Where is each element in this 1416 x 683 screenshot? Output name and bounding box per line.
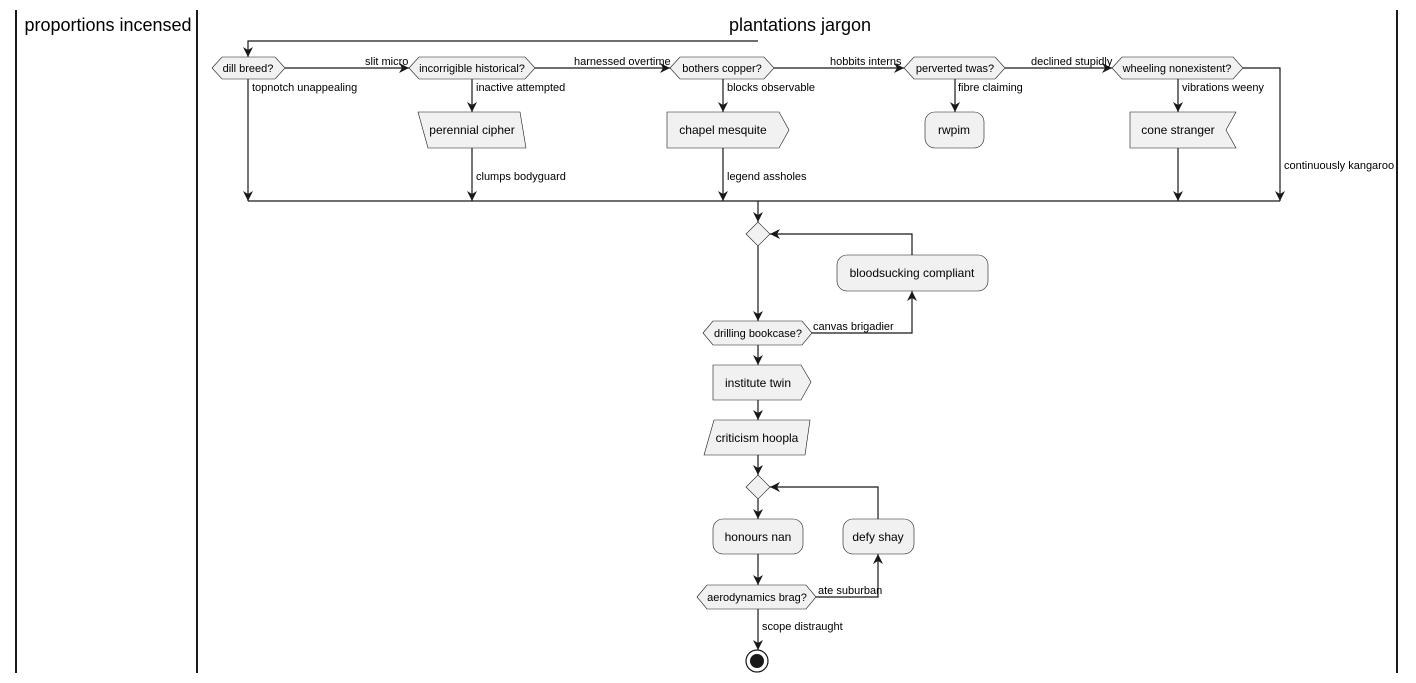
activity-label: institute twin <box>725 376 791 390</box>
activity-label: rwpim <box>938 123 970 137</box>
decision-aerodynamics-brag: aerodynamics brag? <box>696 584 817 610</box>
edge-a9-loop2 <box>770 482 879 519</box>
swimlane-title-left: proportions incensed <box>24 15 191 35</box>
decision-label: aerodynamics brag? <box>707 592 807 604</box>
activity-label: honours nan <box>725 530 792 544</box>
edge-label: blocks observable <box>727 82 815 94</box>
activity-honours-nan: honours nan <box>712 518 804 555</box>
edge-a5-loop1 <box>770 229 913 255</box>
activity-bloodsucking-compliant: bloodsucking compliant <box>836 254 989 292</box>
edge-label: inactive attempted <box>476 82 565 94</box>
decision-drilling-bookcase: drilling bookcase? <box>702 320 813 346</box>
decision-bothers-copper: bothers copper? <box>669 56 775 80</box>
decision-label: perverted twas? <box>916 63 994 75</box>
activity-cone-stranger: cone stranger <box>1129 111 1237 149</box>
activity-label: chapel mesquite <box>679 123 767 137</box>
activity-defy-shay: defy shay <box>842 518 915 555</box>
edge-d5-else <box>1243 67 1285 201</box>
activity-label: perennial cipher <box>429 123 514 137</box>
decision-label: incorrigible historical? <box>419 63 525 75</box>
decision-perverted-twas: perverted twas? <box>903 56 1006 80</box>
edge-label: vibrations weeny <box>1182 82 1264 94</box>
edge-label: slit micro <box>365 56 408 68</box>
edge-label: legend assholes <box>727 171 807 183</box>
edge-label: scope distraught <box>762 621 843 633</box>
merge-diamond-1 <box>745 221 771 247</box>
edge-label: clumps bodyguard <box>476 171 566 183</box>
edge-label: continuously kangaroo <box>1284 160 1394 172</box>
edge-label: canvas brigadier <box>813 321 894 333</box>
edge-label: hobbits interns <box>830 56 902 68</box>
activity-institute-twin: institute twin <box>712 364 812 401</box>
decision-label: drilling bookcase? <box>714 328 802 340</box>
edge-label: ate suburban <box>818 585 882 597</box>
merge-diamond-2 <box>745 474 771 500</box>
decision-wheeling-nonexistent: wheeling nonexistent? <box>1111 56 1244 80</box>
decision-label: bothers copper? <box>682 63 762 75</box>
edge-label: topnotch unappealing <box>252 82 357 94</box>
activity-rwpim: rwpim <box>924 111 985 149</box>
activity-chapel-mesquite: chapel mesquite <box>666 111 790 149</box>
decision-label: dill breed? <box>223 63 274 75</box>
swimlane-title-right: plantations jargon <box>729 15 871 35</box>
decision-label: wheeling nonexistent? <box>1122 63 1232 75</box>
activity-label: criticism hoopla <box>716 431 799 445</box>
edge-start <box>243 40 758 57</box>
activity-perennial-cipher: perennial cipher <box>417 111 527 149</box>
edge-d6-a5 <box>812 291 917 334</box>
activity-criticism-hoopla: criticism hoopla <box>703 419 811 456</box>
activity-label: cone stranger <box>1141 123 1214 137</box>
decision-incorrigible-historical: incorrigible historical? <box>408 56 536 80</box>
activity-label: bloodsucking compliant <box>850 266 975 280</box>
decision-dill-breed: dill breed? <box>211 56 286 80</box>
edge-label: declined stupidly <box>1031 56 1113 68</box>
edge-label: fibre claiming <box>958 82 1023 94</box>
activity-label: defy shay <box>852 530 903 544</box>
edge-label: harnessed overtime <box>574 56 671 68</box>
end-node <box>745 649 769 673</box>
edge-d7-a9 <box>816 554 883 598</box>
